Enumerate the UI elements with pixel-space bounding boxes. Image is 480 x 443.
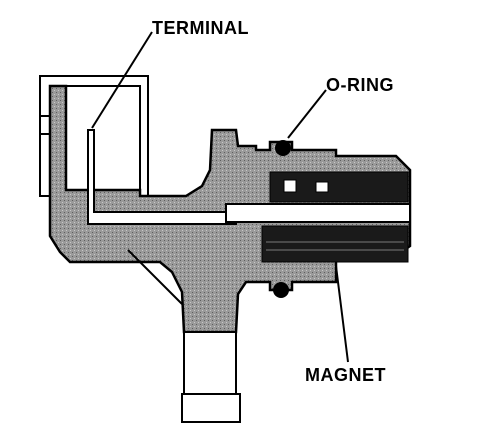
connector-shell [39, 75, 149, 197]
o-ring-top [275, 140, 291, 156]
magnet-leader [335, 265, 349, 363]
lower-tube-base [181, 393, 241, 423]
center-core [225, 203, 411, 223]
magnet-lower [261, 225, 409, 263]
magnet-window [315, 181, 329, 193]
o-ring-label: O-RING [326, 75, 394, 95]
magnet-label: MAGNET [305, 365, 386, 385]
oring-leader [287, 89, 327, 139]
magnet-window [283, 179, 297, 193]
body-pointer [127, 249, 183, 305]
terminal-label: TERMINAL [152, 18, 249, 38]
lower-tube [183, 331, 237, 395]
o-ring-bottom [273, 282, 289, 298]
magnet-upper [269, 171, 409, 203]
terminal-leader [91, 31, 153, 129]
